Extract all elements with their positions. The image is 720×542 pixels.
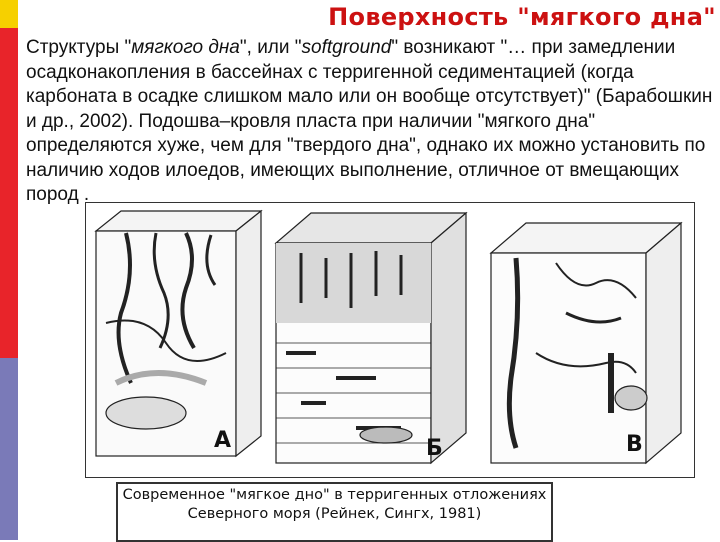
- body-text-italic-softground: softground: [301, 37, 392, 58]
- block-diagram-illustration: А Б В: [94, 209, 683, 465]
- slide-title: Поверхность "мягкого дна": [328, 3, 716, 31]
- slide-body-text: Структуры "мягкого дна", или "softground…: [26, 36, 716, 208]
- figure-caption: Современное "мягкое дно" в терригенных о…: [122, 487, 547, 522]
- block-v-label: В: [626, 432, 643, 457]
- body-text-part: " возникают "… при замедлении осадконако…: [26, 37, 713, 205]
- block-v: [489, 221, 683, 465]
- left-accent-bar-blue: [0, 358, 18, 540]
- block-a-label: А: [214, 428, 231, 453]
- body-text-part: Структуры ": [26, 37, 132, 58]
- softground-block-diagrams: А Б В: [85, 202, 695, 478]
- left-accent-bar-yellow: [0, 0, 18, 28]
- body-text-italic-soft-bottom: мягкого дна: [131, 37, 240, 58]
- block-b: [274, 211, 468, 465]
- body-text-part: ", или ": [239, 37, 302, 58]
- block-a: [94, 209, 263, 458]
- left-accent-bar-red: [0, 0, 18, 358]
- figure-caption-box: Современное "мягкое дно" в терригенных о…: [116, 482, 553, 542]
- block-b-label: Б: [426, 436, 443, 461]
